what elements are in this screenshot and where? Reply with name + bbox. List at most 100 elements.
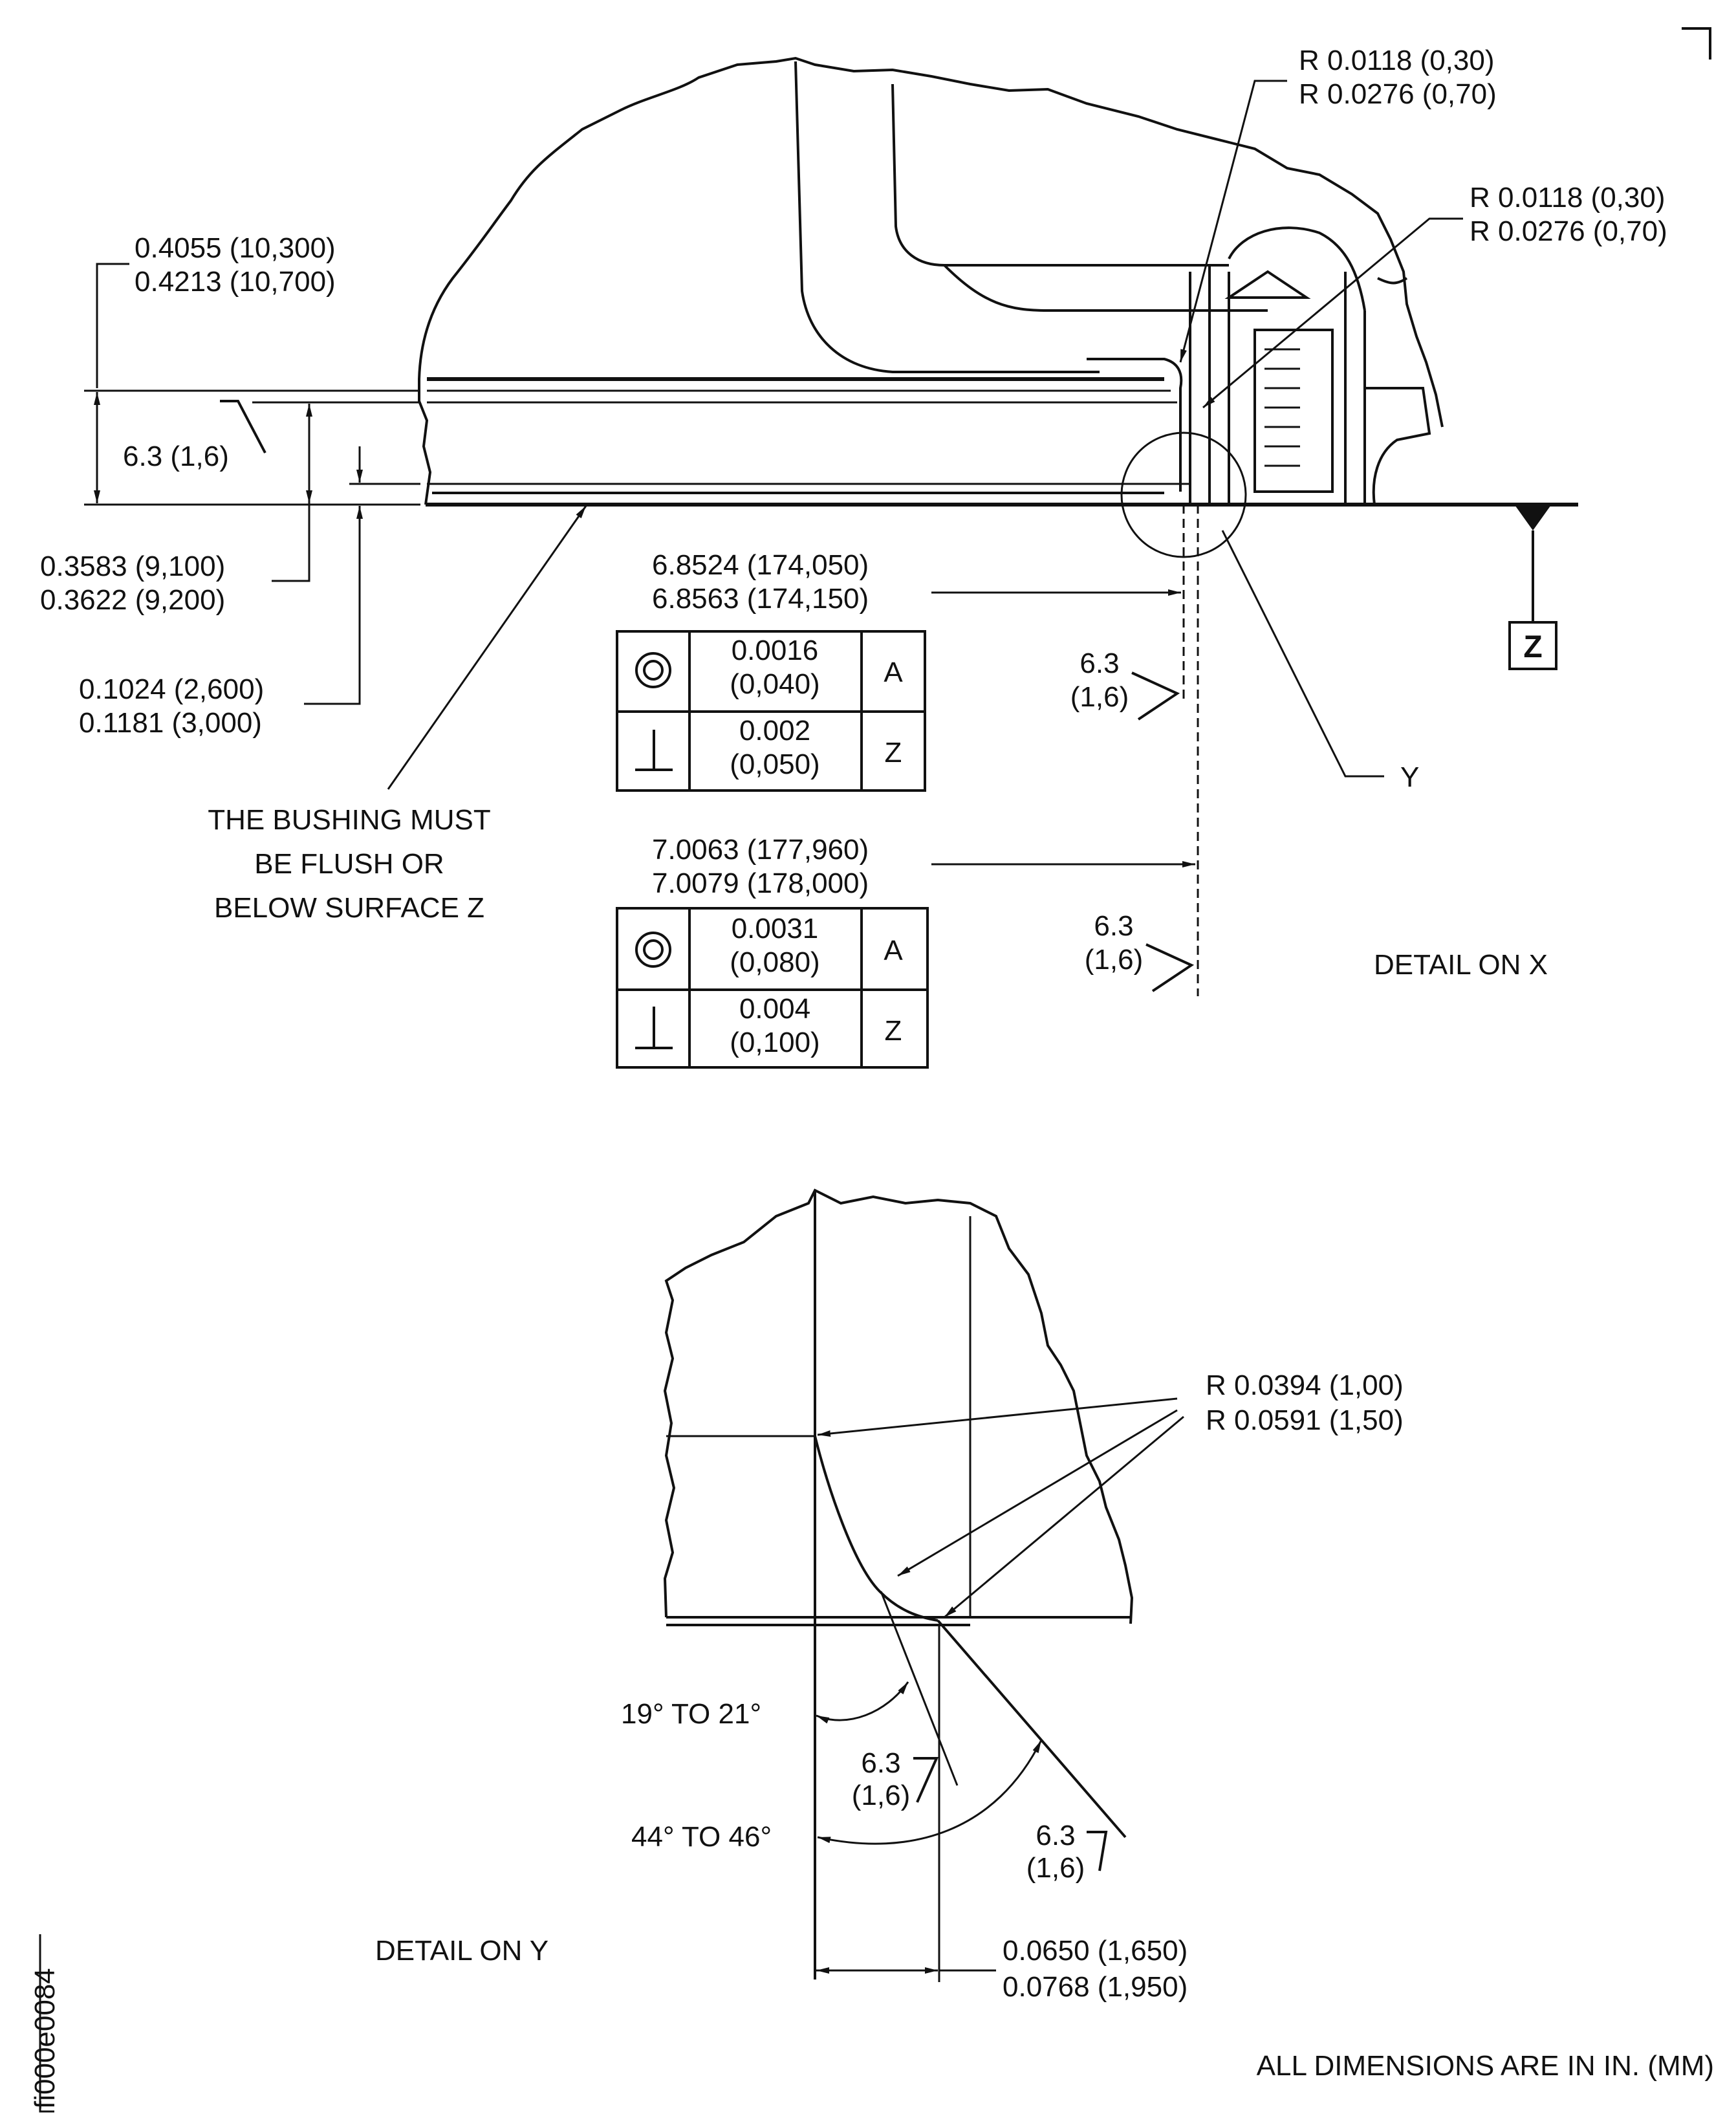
bushing-dome xyxy=(1228,226,1366,311)
y-dim-2: 0.0768 (1,950) xyxy=(1003,1971,1188,2003)
angle-arc-2 xyxy=(817,1740,1043,1845)
corner-mark xyxy=(1682,27,1711,60)
y-radius-2: R 0.0591 (1,50) xyxy=(1206,1404,1404,1436)
y-rough-1-symbol xyxy=(913,1757,939,1803)
angle-arc-1 xyxy=(816,1681,909,1724)
datum-label: Z xyxy=(1523,630,1542,664)
dim-height-ext xyxy=(84,389,420,506)
fcf2-row1-datum: A xyxy=(884,935,903,966)
detail-y-title: DETAIL ON Y xyxy=(375,1935,548,1967)
fcf1-row2-val2: (0,050) xyxy=(730,748,819,780)
y-rough-2b: (1,6) xyxy=(1026,1852,1085,1884)
rough-mid-1a: 6.3 xyxy=(1080,648,1119,679)
fcf1-row1-val1: 0.0016 xyxy=(732,635,819,666)
part-broken-left-edge xyxy=(418,379,432,505)
concentricity-icon xyxy=(635,932,671,968)
dim-small-1: 0.1024 (2,600) xyxy=(79,673,264,705)
radius-top-1: R 0.0118 (0,30) xyxy=(1299,45,1494,76)
detail-y-ref: Y xyxy=(1400,761,1419,793)
y-rough-1a: 6.3 xyxy=(861,1747,900,1779)
outer-flange xyxy=(1365,387,1431,505)
fcf1-row1-val2: (0,040) xyxy=(730,668,819,700)
detail-y-section: R 0.0394 (1,00) R 0.0591 (1,50) 19° TO 2… xyxy=(375,1188,1404,2003)
outer-bore-walls xyxy=(1344,272,1366,505)
units-note: ALL DIMENSIONS ARE IN IN. (MM) xyxy=(1257,2050,1714,2082)
datum-triangle xyxy=(1514,503,1552,530)
dia1-dim-2: 6.8563 (174,150) xyxy=(652,583,869,615)
bushing-cap xyxy=(1224,270,1311,299)
fcf1-row1-datum: A xyxy=(884,657,903,688)
dia2-dim-2: 7.0079 (178,000) xyxy=(652,867,869,899)
angle-2: 44° TO 46° xyxy=(631,1821,772,1853)
y-rough-2a: 6.3 xyxy=(1036,1820,1075,1851)
spring-coils xyxy=(1264,348,1300,467)
dim-height-1: 0.4055 (10,300) xyxy=(135,232,336,264)
radius-right-leader xyxy=(1202,217,1463,409)
bushing-note-1: THE BUSHING MUST xyxy=(208,804,491,836)
y-radius-leader-3 xyxy=(944,1415,1184,1619)
perpendicularity-icon xyxy=(635,730,673,771)
dim-depth-1: 0.3583 (9,100) xyxy=(40,551,225,582)
figure-id: fi000e0084 xyxy=(29,1968,61,2109)
channel-wall-3 xyxy=(943,264,1268,312)
fcf2-row2-val1: 0.004 xyxy=(739,993,810,1025)
y-radius-1: R 0.0394 (1,00) xyxy=(1206,1369,1404,1401)
datum-box xyxy=(1508,621,1557,670)
rough-mid-2a: 6.3 xyxy=(1094,910,1133,942)
dim-height-leader xyxy=(96,263,129,388)
y-rough-2-symbol xyxy=(1087,1831,1108,1871)
concentricity-icon xyxy=(635,652,671,688)
detail-x-title: DETAIL ON X xyxy=(1374,949,1548,981)
angle-1: 19° TO 21° xyxy=(621,1698,761,1730)
rough-mid-1b: (1,6) xyxy=(1070,681,1129,713)
chamfer-curve xyxy=(814,1435,939,1622)
fcf2-row2-datum: Z xyxy=(885,1015,902,1047)
dim-small-leader xyxy=(304,543,361,705)
radius-right-2: R 0.0276 (0,70) xyxy=(1470,215,1667,247)
y-rough-1b: (1,6) xyxy=(852,1780,910,1811)
counterbore-wall xyxy=(1087,358,1183,492)
rough-mid-1-symbol xyxy=(1131,671,1180,721)
radius-top-leader xyxy=(1179,80,1287,363)
detail-x-section: Z Y R 0.0118 (0,30) R 0.0276 (0,70) R 0.… xyxy=(40,45,1667,1069)
chamfer-45-line xyxy=(937,1619,1127,1838)
y-dim-1: 0.0650 (1,650) xyxy=(1003,1935,1188,1967)
radius-top-2: R 0.0276 (0,70) xyxy=(1299,78,1497,110)
radius-right-1: R 0.0118 (0,30) xyxy=(1470,182,1665,213)
channel-wall-2 xyxy=(891,83,1229,267)
rough-mid-2-symbol xyxy=(1145,943,1195,992)
roughness-left: 6.3 (1,6) xyxy=(123,441,229,472)
dia2-dim-1: 7.0063 (177,960) xyxy=(652,834,869,866)
detail-y-bottom-surface xyxy=(666,1616,1132,1626)
figure-id-bracket xyxy=(39,1934,54,2113)
fcf2-row1-val1: 0.0031 xyxy=(732,913,819,944)
fcf2-row1-val2: (0,080) xyxy=(730,946,819,978)
perpendicularity-icon xyxy=(635,1007,673,1049)
bushing-note-leader xyxy=(387,505,587,790)
rough-mid-2b: (1,6) xyxy=(1085,944,1143,976)
outer-lip xyxy=(1377,277,1408,285)
dim-small-2: 0.1181 (3,000) xyxy=(79,707,262,739)
dim-depth-leader xyxy=(272,503,310,582)
bushing-note-3: BELOW SURFACE Z xyxy=(214,892,484,924)
detail-circle-y xyxy=(1120,431,1247,558)
fcf-2: 0.0031 (0,080) A 0.004 (0,100) Z xyxy=(616,907,929,1069)
fcf1-row2-datum: Z xyxy=(885,737,902,769)
spring-housing xyxy=(1253,329,1334,493)
roughness-left-symbol xyxy=(220,400,266,453)
part-broken-outline xyxy=(418,56,1444,428)
detail-y-leader xyxy=(1221,530,1384,778)
dim-height-2: 0.4213 (10,700) xyxy=(135,266,336,298)
fcf2-row2-val2: (0,100) xyxy=(730,1027,819,1058)
y-radius-leader-2 xyxy=(897,1409,1178,1577)
detail-y-broken-outline xyxy=(663,1188,1134,1624)
bushing-walls xyxy=(1189,265,1230,505)
bushing-note-2: BE FLUSH OR xyxy=(254,848,444,880)
y-radius-leader-1 xyxy=(817,1397,1178,1437)
fcf1-row2-val1: 0.002 xyxy=(739,715,810,747)
dim-depth-2: 0.3622 (9,200) xyxy=(40,584,225,616)
dia1-dim-1: 6.8524 (174,050) xyxy=(652,549,869,581)
fcf-1: 0.0016 (0,040) A 0.002 (0,050) Z xyxy=(616,630,926,792)
channel-wall-1 xyxy=(794,61,1100,373)
